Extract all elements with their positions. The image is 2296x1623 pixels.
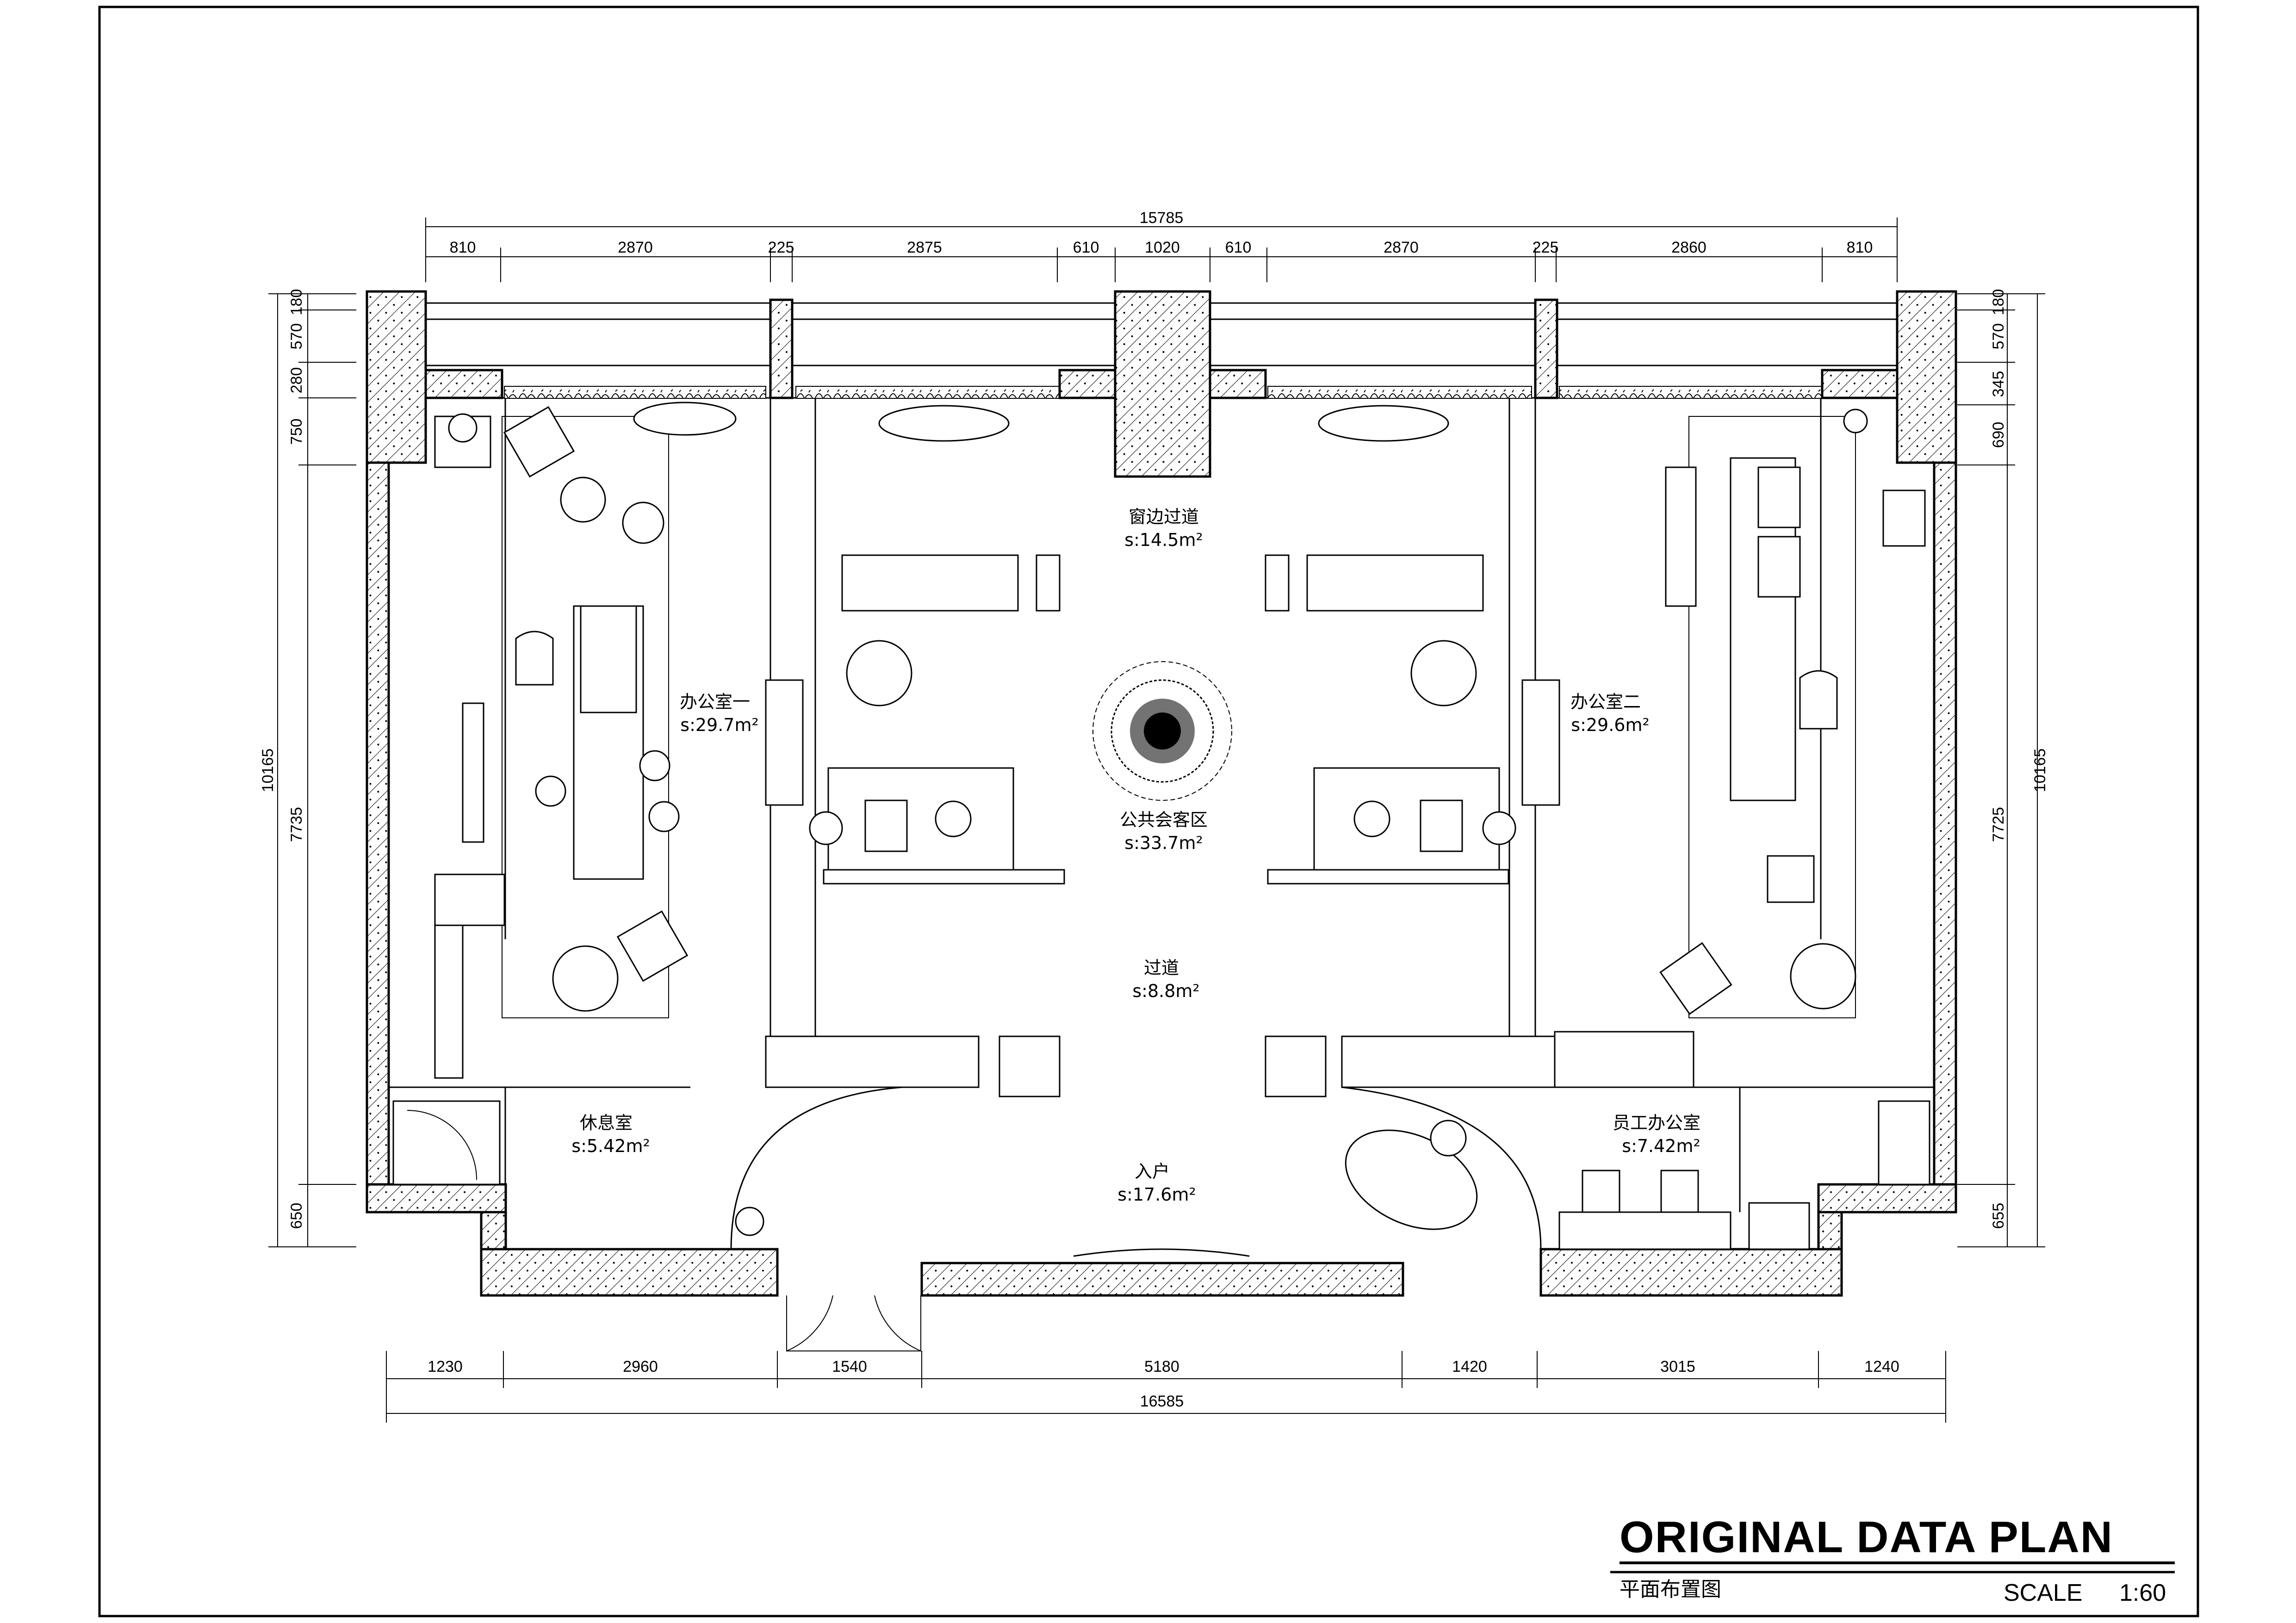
top-dim-7: 610: [1225, 239, 1252, 256]
bottom-dim-4: 5180: [1144, 1358, 1179, 1375]
bottom-dim-5: 1420: [1452, 1358, 1487, 1375]
drawing-frame: [98, 6, 2199, 1617]
room-office-two-area: s:29.6m²: [1571, 715, 1649, 735]
exterior-walls: [366, 290, 1957, 1297]
room-corridor-area: s:8.8m²: [1132, 981, 1199, 1001]
room-entrance-area: s:17.6m²: [1117, 1184, 1196, 1205]
bottom-dim-7: 1240: [1864, 1358, 1899, 1375]
top-dim-5: 610: [1073, 239, 1099, 256]
top-dim-4: 2875: [907, 239, 942, 256]
bottom-dim-1: 1230: [428, 1358, 463, 1375]
room-reception-area: s:33.7m²: [1124, 833, 1203, 853]
top-dim-10: 2860: [1671, 239, 1706, 256]
right-dimension-chain: 180 570 345 690 7725 655 10165: [1957, 289, 2049, 1247]
interior-partitions: [389, 398, 1934, 1250]
room-labels: 窗边过道 s:14.5m² 办公室一 s:29.7m² 办公室二 s:29.6m…: [571, 507, 1700, 1205]
room-window-corridor-area: s:14.5m²: [1124, 530, 1203, 550]
right-dim-4: 690: [1990, 422, 2007, 448]
right-dim-2: 570: [1990, 323, 2007, 350]
left-dimension-chain: 10165 180 570 280 750 7735 650: [259, 289, 356, 1247]
left-dim-3: 280: [288, 367, 305, 394]
bottom-total-dim: 16585: [1140, 1393, 1184, 1410]
lounge-fixtures: [392, 413, 505, 1185]
room-reception-name: 公共会客区: [1120, 810, 1208, 830]
bottom-dim-6: 3015: [1660, 1358, 1695, 1375]
left-dim-2: 570: [288, 323, 305, 350]
staff-office-furniture: [1345, 1100, 1930, 1250]
top-dim-9: 225: [1533, 239, 1559, 256]
bottom-dimension-chain: 1230 2960 1540 5180 1420 3015 1240 16585: [386, 1351, 1946, 1423]
room-lounge-area: s:5.42m²: [571, 1136, 650, 1156]
top-total-dim: 15785: [1140, 209, 1184, 227]
left-dim-6: 650: [288, 1203, 305, 1229]
right-dim-5: 7725: [1990, 807, 2007, 842]
right-dim-6: 655: [1990, 1203, 2007, 1229]
top-dim-2: 2870: [618, 239, 653, 256]
room-lounge-name: 休息室: [580, 1113, 633, 1133]
scale-label: SCALE: [2004, 1580, 2083, 1606]
bottom-dim-3: 1540: [832, 1358, 867, 1375]
top-dim-1: 810: [450, 239, 476, 256]
left-total-dim: 10165: [259, 749, 277, 793]
scale-value: 1:60: [2119, 1580, 2166, 1606]
plan-title: ORIGINAL DATA PLAN: [1620, 1512, 2113, 1562]
left-dim-1: 180: [288, 289, 305, 316]
left-dim-4: 750: [288, 419, 305, 445]
room-staff-office-area: s:7.42m²: [1622, 1136, 1700, 1156]
room-office-two-name: 办公室二: [1570, 692, 1641, 712]
right-dim-3: 345: [1990, 371, 2007, 397]
right-dim-1: 180: [1990, 289, 2007, 316]
office-one-furniture: [462, 402, 737, 1018]
plan-subtitle: 平面布置图: [1620, 1578, 1721, 1601]
room-window-corridor-name: 窗边过道: [1129, 507, 1199, 527]
left-dim-5: 7735: [288, 807, 305, 842]
entrance-doors: [735, 1207, 1250, 1352]
reception-rug: [1092, 661, 1232, 801]
top-dim-3: 225: [768, 239, 794, 256]
title-block: ORIGINAL DATA PLAN 平面布置图 SCALE 1:60: [1620, 1512, 2175, 1606]
top-dim-11: 810: [1847, 239, 1873, 256]
room-staff-office-name: 员工办公室: [1613, 1113, 1700, 1133]
top-dimension-chain: 15785 810 2870 225 2875 610 1020 610 287…: [425, 209, 1898, 282]
room-entrance-name: 入户: [1135, 1161, 1170, 1182]
room-office-one-name: 办公室一: [680, 692, 750, 712]
bottom-dim-2: 2960: [623, 1358, 658, 1375]
top-dim-8: 2870: [1384, 239, 1419, 256]
office-two-furniture: [1659, 409, 1926, 1018]
room-corridor-name: 过道: [1144, 958, 1179, 978]
right-total-dim: 10165: [2031, 749, 2049, 793]
top-dim-6: 1020: [1145, 239, 1180, 256]
room-office-one-area: s:29.7m²: [680, 715, 758, 735]
reception-furniture: [765, 405, 1560, 885]
